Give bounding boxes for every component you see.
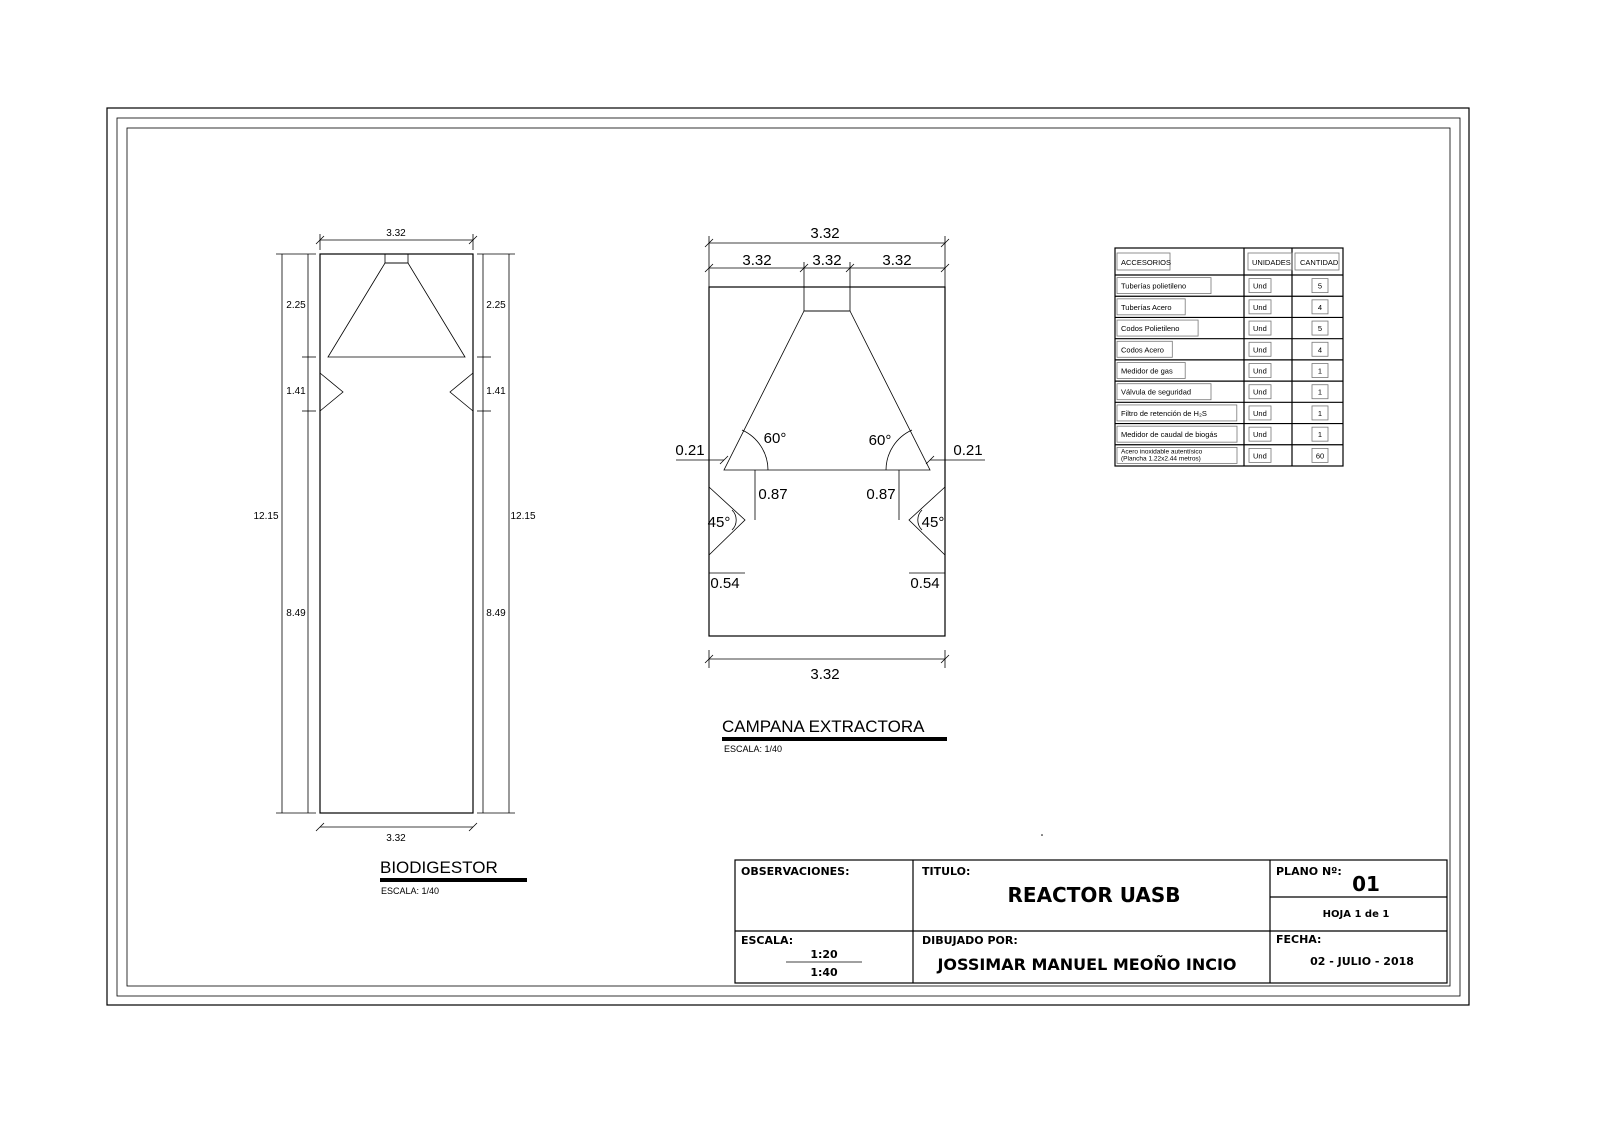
row-item: Tuberías polietileno (1121, 282, 1186, 291)
dim-upper-right: 2.25 (486, 300, 506, 311)
row-qty: 1 (1318, 430, 1322, 439)
dim-seg-right: 3.32 (882, 252, 911, 269)
biodigestor-scale: ESCALA: 1/40 (381, 886, 439, 896)
row-item: Medidor de gas (1121, 367, 1173, 376)
fecha: 02 - JULIO - 2018 (1310, 955, 1414, 968)
row-unit: Und (1253, 409, 1267, 418)
row-unit: Und (1253, 388, 1267, 397)
dim-gap-left: 0.87 (758, 486, 787, 503)
dim-total-top: 3.32 (810, 225, 839, 242)
dim-lower-left: 8.49 (286, 608, 306, 619)
header-cantidad: CANTIDAD (1300, 258, 1339, 267)
title-block: OBSERVACIONES: TITULO: REACTOR UASB PLAN… (734, 859, 1448, 984)
row-item: Codos Acero (1121, 345, 1164, 354)
title-underline (722, 737, 947, 741)
angle-right: 60° (869, 432, 892, 449)
dim-offset-right: 0.21 (953, 442, 982, 459)
row-unit: Und (1253, 430, 1267, 439)
row-item: Tuberías Acero (1121, 303, 1172, 312)
campana-title: CAMPANA EXTRACTORA (722, 717, 925, 736)
title-underline (380, 878, 527, 882)
row-qty: 1 (1318, 409, 1322, 418)
row-unit: Und (1253, 324, 1267, 333)
row-item: Acero inoxidable autentísico (1121, 448, 1203, 455)
dim-middle-right: 1.41 (486, 386, 506, 397)
hoja: HOJA 1 de 1 (1323, 909, 1390, 920)
campana-view: 3.32 3.32 3.32 3.32 3.32 0.21 0.21 60° 6… (675, 225, 985, 754)
row-qty: 4 (1318, 303, 1322, 312)
row-qty: 1 (1318, 367, 1322, 376)
dim-seg-mid: 3.32 (812, 252, 841, 269)
plano-number: 01 (1352, 872, 1380, 896)
dim-bottom: 3.32 (386, 833, 406, 844)
row-item: Codos Polietileno (1121, 324, 1179, 333)
dim-middle-left: 1.41 (286, 386, 306, 397)
dim-top: 3.32 (386, 228, 406, 239)
dim-seg-left: 3.32 (742, 252, 771, 269)
inner-frame (116, 117, 1461, 997)
fecha-label: FECHA: (1276, 933, 1321, 946)
campana-scale: ESCALA: 1/40 (724, 744, 782, 754)
dibujado-label: DIBUJADO POR: (922, 934, 1018, 947)
gas-hood (327, 262, 466, 358)
dim-upper-left: 2.25 (286, 300, 306, 311)
dim-bottom: 3.32 (810, 666, 839, 683)
titulo-label: TITULO: (922, 865, 970, 878)
escala-1: 1:20 (810, 948, 838, 961)
row-qty: 60 (1316, 451, 1324, 460)
row-item: Válvula de seguridad (1121, 388, 1191, 397)
row-unit: Und (1253, 303, 1267, 312)
row-unit: Und (1253, 367, 1267, 376)
baffle-left (319, 372, 344, 412)
biodigestor-body (319, 253, 474, 814)
dim-gap-right: 0.87 (866, 486, 895, 503)
row-unit: Und (1253, 451, 1267, 460)
dim-offset-left: 0.21 (675, 442, 704, 459)
row-item: Medidor de caudal de biogás (1121, 430, 1218, 439)
angle-left: 60° (764, 430, 787, 447)
baffle-angle-right: 45° (922, 514, 945, 531)
dim-height-right: 12.15 (510, 511, 535, 522)
author: JOSSIMAR MANUEL MEOÑO INCIO (936, 955, 1236, 974)
biodigestor-title: BIODIGESTOR (380, 858, 498, 877)
campana-outlet (803, 286, 851, 312)
observaciones-label: OBSERVACIONES: (741, 865, 849, 878)
dim-baffle-left: 0.54 (710, 575, 739, 592)
outer-frame (106, 107, 1470, 1006)
campana-hood (723, 310, 931, 471)
row-unit: Und (1253, 282, 1267, 291)
row-unit: Und (1253, 345, 1267, 354)
gas-outlet (384, 253, 409, 264)
row-qty: 5 (1318, 282, 1322, 291)
header-accesorios: ACCESORIOS (1121, 258, 1171, 267)
escala-2: 1:40 (810, 966, 838, 979)
row-item-note: (Plancha 1.22x2.44 metros) (1121, 455, 1201, 462)
baffle-right (449, 372, 474, 412)
row-qty: 1 (1318, 388, 1322, 397)
dim-baffle-right: 0.54 (910, 575, 939, 592)
baffle-left (708, 486, 746, 556)
header-unidades: UNIDADES (1252, 258, 1291, 267)
escala-label: ESCALA: (741, 934, 793, 947)
drawing-title: REACTOR UASB (1008, 883, 1181, 907)
accessories-table: ACCESORIOS UNIDADES CANTIDAD Tuberías po… (1114, 247, 1344, 467)
plano-label: PLANO Nº: (1276, 865, 1342, 878)
baffle-angle-left: 45° (708, 514, 731, 531)
drawing-frame (126, 127, 1451, 987)
dim-lower-right: 8.49 (486, 608, 506, 619)
row-item: Filtro de retención de H₂S (1121, 409, 1207, 418)
biodigestor-view: 3.32 3.32 12.15 2.25 1.41 8.49 12.15 2.2… (253, 228, 535, 896)
row-qty: 4 (1318, 345, 1322, 354)
row-qty: 5 (1318, 324, 1322, 333)
dim-height-left: 12.15 (253, 511, 278, 522)
baffle-right (908, 486, 946, 556)
